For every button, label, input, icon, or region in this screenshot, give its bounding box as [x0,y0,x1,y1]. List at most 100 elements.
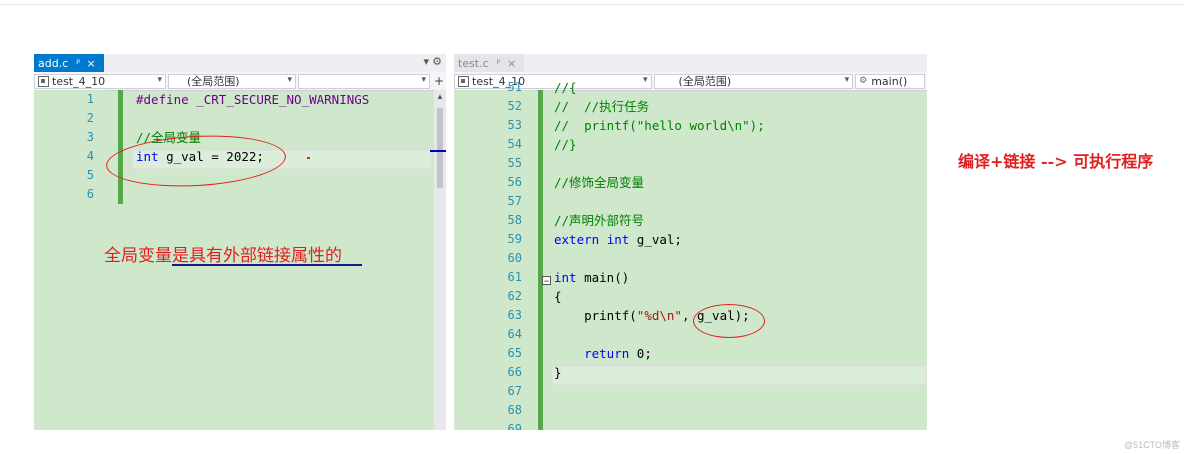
tab-test-c[interactable]: test.c ᵖ × [454,54,525,72]
code-token: "%d\n" [636,308,682,323]
line-number: 60 [507,251,522,265]
chevron-down-icon: ▾ [844,74,850,85]
member-dropdown[interactable]: ⚙ main() [855,73,925,89]
code-line[interactable] [554,382,927,401]
current-line-highlight [132,150,432,169]
pin-icon[interactable]: ᵖ [76,57,81,69]
code-token: //{ [554,80,577,95]
change-indicator-bar [538,90,543,430]
code-line[interactable]: int main() [554,268,927,287]
tab-bar-controls-icon[interactable]: ▾ ⚙ [423,56,442,68]
close-icon[interactable]: × [506,56,517,70]
project-label: test_4_10 [472,74,526,88]
project-dropdown[interactable]: test_4_10 ▾ [34,73,166,89]
line-number: 65 [507,346,522,360]
code-line[interactable]: } [554,363,927,382]
annotation-dot [307,157,310,159]
code-token: printf( [554,308,637,323]
code-line[interactable]: return 0; [554,344,927,363]
code-line[interactable]: // //执行任务 [554,97,927,116]
line-number: 61 [507,270,522,284]
code-token: //声明外部符号 [554,213,645,228]
editor-test-c[interactable]: test.c ᵖ × test_4_10 ▾ (全局范围) ▾ ⚙ main()… [454,54,927,430]
code-line[interactable]: //声明外部符号 [554,211,927,230]
close-icon[interactable]: × [86,56,96,70]
code-line[interactable]: extern int g_val; [554,230,927,249]
code-line[interactable] [554,401,927,420]
line-number: 62 [507,289,522,303]
project-dropdown[interactable]: test_4_10 ▾ [454,73,652,89]
code-token: int [554,270,577,285]
line-number: 55 [507,156,522,170]
code-token: g_val; [629,232,682,247]
line-number: 52 [507,99,522,113]
project-icon [458,75,469,87]
code-token: // //执行任务 [554,99,650,114]
code-token: } [554,365,562,380]
code-line[interactable]: //修饰全局变量 [554,173,927,192]
code-line[interactable]: { [554,287,927,306]
line-number: 54 [507,137,522,151]
scroll-up-icon[interactable]: ▲ [436,92,444,101]
chevron-down-icon: ▾ [643,74,648,85]
code-line[interactable]: //{ [554,78,927,97]
line-number: 64 [507,327,522,341]
vertical-scrollbar[interactable]: ▲ [434,90,446,430]
code-line[interactable]: #define _CRT_SECURE_NO_WARNINGS [136,90,446,109]
annotation-underline [172,264,362,266]
code-token: // printf("hello world\n"); [554,118,765,133]
scope-dropdown[interactable]: (全局范围) ▾ [653,73,854,89]
collapse-icon[interactable]: − [542,276,551,286]
editor-add-c[interactable]: add.c ᵖ × ▾ ⚙ test_4_10 ▾ (全局范围) ▾ ▾ + 1… [34,54,446,430]
chevron-down-icon: ▾ [157,74,162,85]
scope-dropdown[interactable]: (全局范围) ▾ [168,73,296,89]
code-token: //全局变量 [136,130,202,145]
line-number: 59 [507,232,522,246]
code-token: 0; [629,346,652,361]
pin-icon[interactable]: ᵖ [496,57,501,69]
code-token: #define [136,92,189,107]
line-number: 56 [507,175,522,189]
code-line[interactable] [554,154,927,173]
code-line[interactable] [136,185,446,204]
code-token: extern [554,232,600,247]
line-number: 57 [507,194,522,208]
code-line[interactable] [136,109,446,128]
code-area[interactable]: //{ // //执行任务 // printf("hello world\n"); /… [554,78,927,430]
code-token: //} [554,137,577,152]
annotation-right-note: 编译+链接 --> 可执行程序 [958,152,1154,171]
code-line[interactable]: int g_val = 2022; [136,147,446,166]
change-indicator-bar [118,90,123,204]
tab-add-c[interactable]: add.c ᵖ × [34,54,104,72]
code-line[interactable]: //全局变量 [136,128,446,147]
code-line[interactable] [554,192,927,211]
code-token: g_val = 2022; [158,149,264,164]
line-number: 63 [507,308,522,322]
line-number: 1 [86,92,94,106]
top-divider [0,4,1184,5]
code-line[interactable]: // printf("hello world\n"); [554,116,927,135]
line-number: 68 [507,403,522,417]
scope-label: (全局范围) [187,75,240,88]
code-token: int [606,232,630,247]
scrollbar-thumb[interactable] [437,108,443,188]
highlight-ellipse-g-val-usage [693,304,765,338]
method-icon: ⚙ [859,76,868,86]
code-token: { [554,289,562,304]
code-line[interactable] [554,420,927,430]
code-line[interactable]: //} [554,135,927,154]
project-label: test_4_10 [52,74,106,88]
line-number: 69 [507,422,522,430]
line-number: 5 [86,168,94,182]
member-dropdown[interactable]: ▾ [298,73,430,89]
split-icon[interactable]: + [434,74,445,88]
annotation-left-note: 全局变量是具有外部链接属性的 [104,246,342,266]
margin [543,90,551,430]
scope-label: (全局范围) [678,75,732,88]
code-token [599,232,607,247]
code-area[interactable]: #define _CRT_SECURE_NO_WARNINGS //全局变量 int… [136,90,446,204]
code-line[interactable] [554,249,927,268]
line-number: 51 [507,80,522,94]
